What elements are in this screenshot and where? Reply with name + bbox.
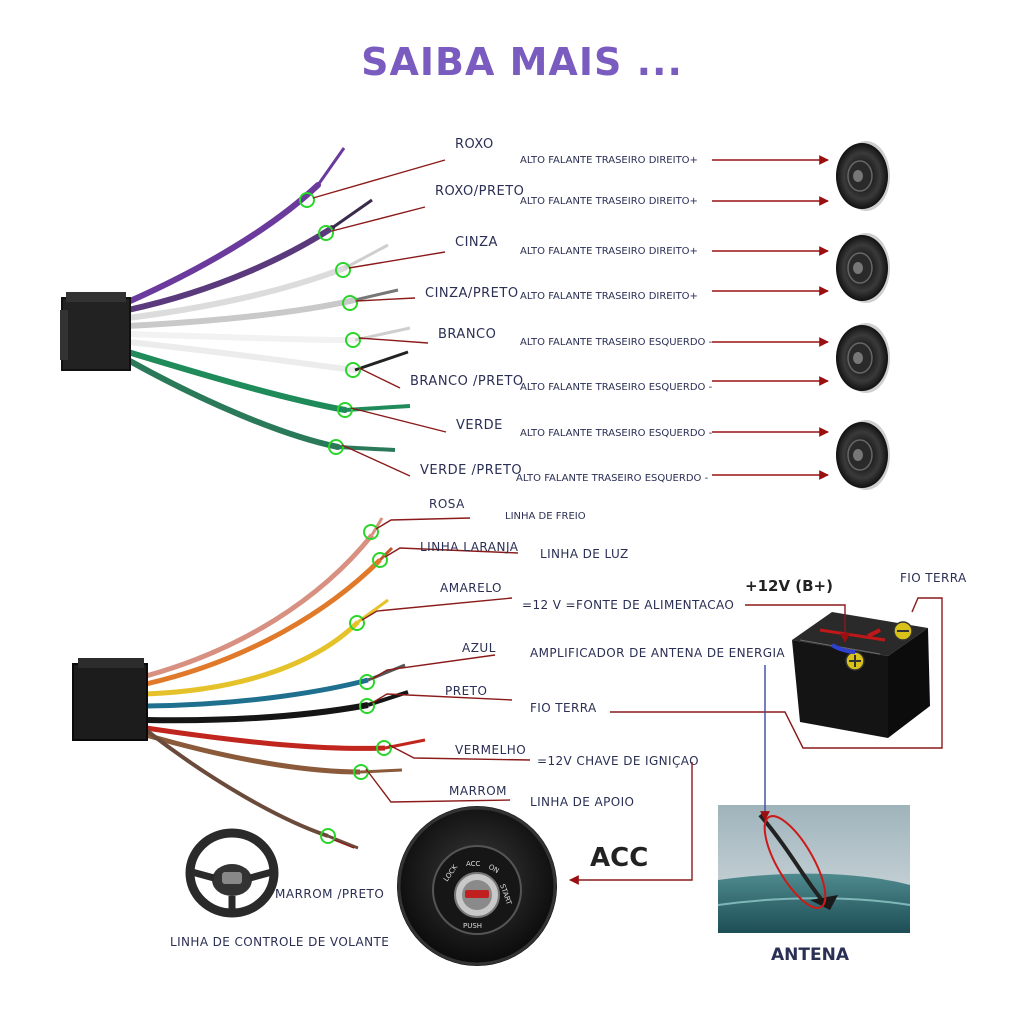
wire-function-label: ALTO FALANTE TRASEIRO DIREITO+ <box>520 196 698 207</box>
connection-ring-icon <box>359 674 375 690</box>
wire-color-label: BRANCO /PRETO <box>410 374 524 389</box>
wire-color-label: MARROM <box>449 784 507 798</box>
wire-function-label: LINHA DE FREIO <box>505 511 586 522</box>
svg-text:PUSH: PUSH <box>463 922 482 930</box>
wire-color-label: ROSA <box>429 497 465 511</box>
power-wire-2: LINHA LARANJA LINHA DE LUZ <box>372 540 629 568</box>
antenna-label: ANTENA <box>771 945 850 965</box>
power-wire-5: PRETO FIO TERRA <box>359 684 597 715</box>
speaker-icon <box>836 141 890 211</box>
wire-color-label: VERDE <box>456 418 503 433</box>
power-wire-7: MARROM LINHA DE APOIO <box>353 764 634 809</box>
wire-function-label: LINHA DE LUZ <box>540 547 629 561</box>
wire-function-label: ALTO FALANTE TRASEIRO DIREITO+ <box>520 155 698 166</box>
battery-icon <box>792 612 930 738</box>
wire-color-label: ROXO <box>455 137 494 152</box>
connection-ring-icon <box>320 828 336 844</box>
wire-color-label: VERMELHO <box>455 743 526 757</box>
connection-ring-icon <box>359 698 375 714</box>
connection-ring-icon <box>337 402 353 418</box>
wire-color-label: AZUL <box>462 641 496 655</box>
wire-color-label: MARROM /PRETO <box>275 887 384 901</box>
power-wire-1: ROSA LINHA DE FREIO <box>363 497 586 540</box>
power-harness <box>72 517 426 850</box>
wire-color-label: PRETO <box>445 684 487 698</box>
ignition-switch-icon: LOCK ACC ON START PUSH <box>397 806 557 966</box>
connection-ring-icon <box>299 192 315 208</box>
connection-ring-icon <box>349 615 365 631</box>
speaker-wire-7: VERDE ALTO FALANTE TRASEIRO ESQUERDO - <box>337 402 829 439</box>
power-wire-6: VERMELHO =12V CHAVE DE IGNIÇAO <box>376 740 699 768</box>
wire-color-label: BRANCO <box>438 327 496 342</box>
speaker-icon <box>836 233 890 303</box>
connection-ring-icon <box>318 225 334 241</box>
connection-ring-icon <box>345 332 361 348</box>
page-title: SAIBA MAIS ... <box>361 40 683 84</box>
wire-function-label: ALTO FALANTE TRASEIRO DIREITO+ <box>520 246 698 257</box>
speaker-wire-1: ROXO ALTO FALANTE TRASEIRO DIREITO+ <box>299 137 829 208</box>
wire-function-label: LINHA DE APOIO <box>530 795 634 809</box>
speaker-icon <box>836 323 890 393</box>
wire-color-label: ROXO/PRETO <box>435 184 524 199</box>
connection-ring-icon <box>335 262 351 278</box>
wire-function-label: ALTO FALANTE TRASEIRO ESQUERDO - <box>520 428 713 439</box>
wire-function-label: ALTO FALANTE TRASEIRO ESQUERDO - <box>520 382 713 393</box>
wire-color-label: CINZA <box>455 235 498 250</box>
wire-function-label: =12V CHAVE DE IGNIÇAO <box>537 754 699 768</box>
battery-voltage-label: +12V (B+) <box>745 577 833 595</box>
svg-text:ACC: ACC <box>466 860 481 868</box>
connection-ring-icon <box>372 552 388 568</box>
wire-color-label: AMARELO <box>440 581 502 595</box>
wire-function-label: FIO TERRA <box>530 701 597 715</box>
wire-function-label: =12 V =FONTE DE ALIMENTACAO <box>522 598 734 612</box>
wire-function-label: LINHA DE CONTROLE DE VOLANTE <box>170 935 389 949</box>
power-wire-3: AMARELO =12 V =FONTE DE ALIMENTACAO <box>349 581 734 631</box>
speaker-harness <box>60 147 411 452</box>
wire-function-label: AMPLIFICADOR DE ANTENA DE ENERGIA <box>530 646 785 660</box>
antenna-photo <box>717 805 911 933</box>
wire-function-label: ALTO FALANTE TRASEIRO DIREITO+ <box>520 291 698 302</box>
connection-ring-icon <box>342 295 358 311</box>
connection-ring-icon <box>345 362 361 378</box>
wire-color-label: CINZA/PRETO <box>425 286 519 301</box>
power-wire-4: AZUL AMPLIFICADOR DE ANTENA DE ENERGIA <box>359 641 785 690</box>
speaker-wire-5: BRANCO ALTO FALANTE TRASEIRO ESQUERDO - <box>345 327 829 348</box>
wire-color-label: LINHA LARANJA <box>420 540 519 554</box>
steering-wheel-icon <box>185 828 279 918</box>
speaker-icon <box>836 420 890 490</box>
speaker-wire-3: CINZA ALTO FALANTE TRASEIRO DIREITO+ <box>335 235 829 278</box>
wire-color-label: VERDE /PRETO <box>420 463 522 478</box>
acc-label: ACC <box>590 843 648 873</box>
connection-ring-icon <box>328 439 344 455</box>
connection-ring-icon <box>376 740 392 756</box>
connection-ring-icon <box>363 524 379 540</box>
ground-label: FIO TERRA <box>900 571 967 585</box>
wire-function-label: ALTO FALANTE TRASEIRO ESQUERDO - <box>516 473 709 484</box>
power-wire-8: MARROM /PRETO LINHA DE CONTROLE DE VOLANT… <box>170 828 389 949</box>
wire-function-label: ALTO FALANTE TRASEIRO ESQUERDO - <box>520 337 713 348</box>
